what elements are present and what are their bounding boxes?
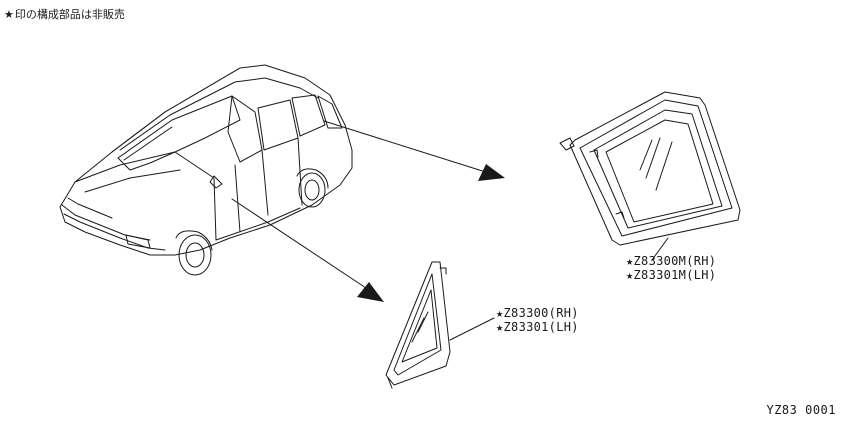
- non-sale-note: ★印の構成部品は非販売: [4, 8, 125, 22]
- diagram-id: YZ83 0001: [766, 403, 836, 417]
- arrow-to-vent-window: [231, 198, 373, 293]
- front-vent-window-part: [385, 261, 495, 389]
- part-number-lh: ★Z83301M(LH): [626, 268, 717, 282]
- arrowhead-vent: [357, 282, 384, 302]
- rear-quarter-window-part: [559, 91, 741, 261]
- part-number-rh: ★Z83300(RH): [496, 306, 579, 320]
- part-number-rh: ★Z83300M(RH): [626, 254, 717, 268]
- arrowhead-rear: [478, 164, 505, 181]
- rear-quarter-window-part-numbers: ★Z83300M(RH) ★Z83301M(LH): [626, 254, 716, 282]
- non-sale-note-text: 印の構成部品は非販売: [14, 8, 125, 21]
- arrow-to-rear-window: [323, 120, 493, 175]
- star-icon: ★: [4, 8, 14, 21]
- front-vent-window-part-numbers: ★Z83300(RH) ★Z83301(LH): [496, 306, 579, 334]
- part-number-lh: ★Z83301(LH): [496, 320, 579, 334]
- van-illustration: [59, 64, 353, 276]
